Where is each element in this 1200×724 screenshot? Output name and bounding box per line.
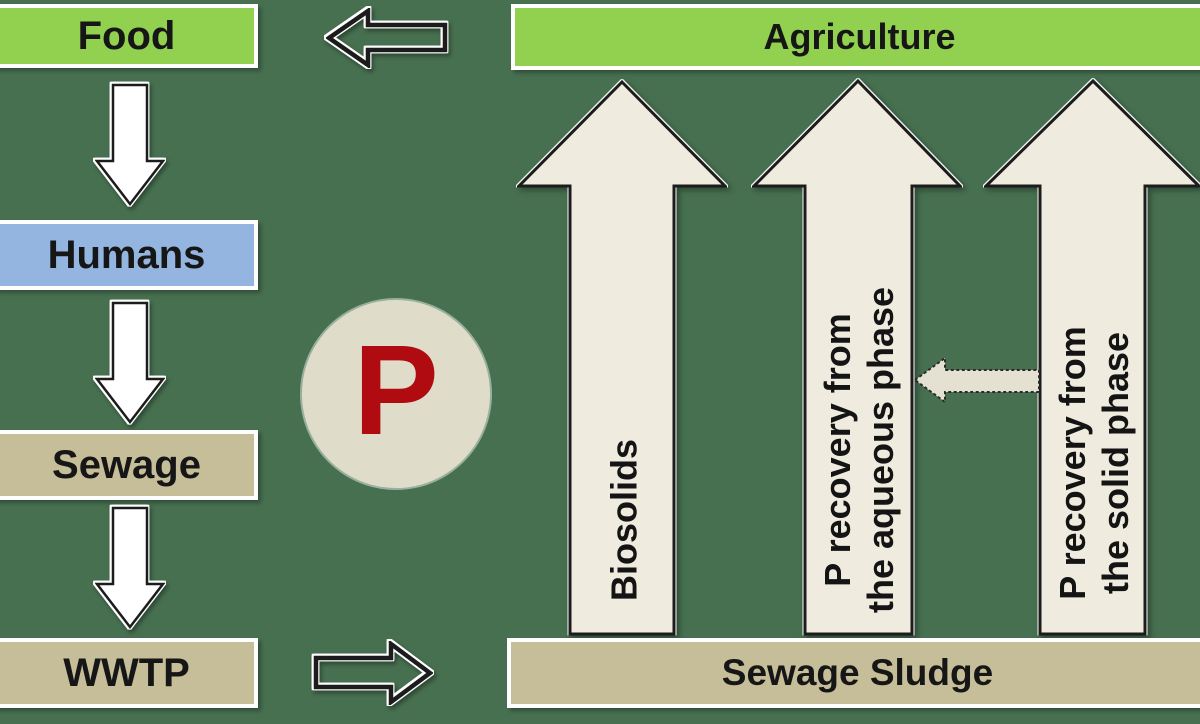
down-arrow-icon: [95, 301, 165, 425]
sewage-box: Sewage: [0, 430, 258, 500]
solid-label-line1: P recovery from: [1052, 326, 1093, 600]
food-box: Food: [0, 4, 258, 68]
aqueous-label-line2: the aqueous phase: [860, 286, 901, 614]
biosolids-arrow-icon: [517, 80, 727, 636]
agriculture-label: Agriculture: [763, 16, 956, 57]
right-arrow-icon: [313, 641, 433, 705]
solid-label: P recovery from the solid phase: [1051, 326, 1137, 599]
humans-label: Humans: [47, 232, 206, 277]
sewage-sludge-bar: Sewage Sludge: [507, 638, 1200, 708]
wwtp-box: WWTP: [0, 638, 258, 708]
p-symbol: P: [353, 319, 439, 462]
dotted-transfer-arrow-icon: [913, 356, 1040, 404]
aqueous-label-line1: P recovery from: [817, 313, 858, 587]
down-arrow-icon: [95, 506, 165, 630]
humans-box: Humans: [0, 220, 258, 290]
sewage-label: Sewage: [52, 442, 201, 487]
sewage-sludge-label: Sewage Sludge: [721, 652, 994, 693]
aqueous-label: P recovery from the aqueous phase: [816, 287, 902, 613]
left-arrow-icon: [326, 8, 448, 68]
wwtp-label: WWTP: [63, 650, 190, 695]
biosolids-label: Biosolids: [603, 438, 645, 602]
p-circle: P: [302, 300, 490, 488]
aqueous-arrow-icon: [752, 79, 962, 636]
solid-label-line2: the solid phase: [1095, 331, 1136, 595]
food-label: Food: [77, 13, 176, 58]
solid-arrow-icon: [984, 79, 1200, 636]
down-arrow-icon: [95, 83, 165, 207]
agriculture-bar: Agriculture: [511, 4, 1200, 70]
